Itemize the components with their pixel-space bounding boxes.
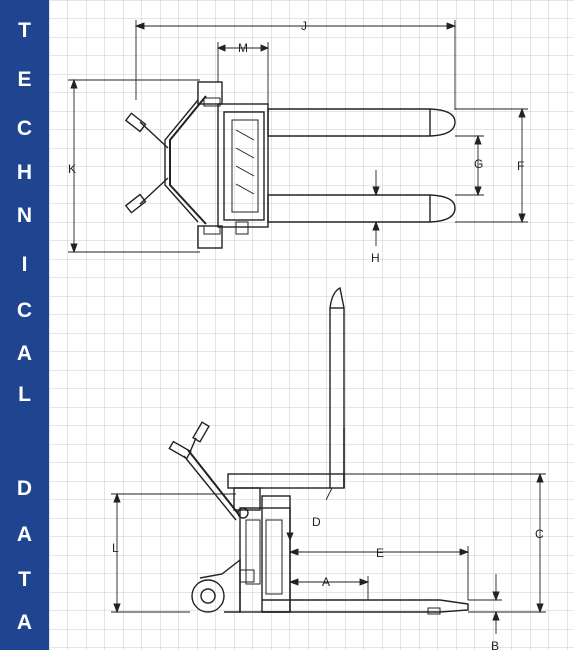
banner-letter-d: D xyxy=(16,477,33,500)
dim-label-e: E xyxy=(376,546,384,560)
dim-label-k: K xyxy=(68,162,76,176)
dim-label-h: H xyxy=(371,251,380,265)
technical-drawing: J M K G F H xyxy=(49,0,574,650)
banner-letter-c1: C xyxy=(16,117,33,140)
banner-letter-e: E xyxy=(17,68,32,91)
banner-letter-n: N xyxy=(16,204,33,227)
dim-label-m: M xyxy=(238,41,248,55)
banner-letter-c2: C xyxy=(16,299,33,322)
banner-letter-h: H xyxy=(16,161,33,184)
side-view-dimensions xyxy=(111,472,546,634)
banner-letter-i: I xyxy=(21,253,28,276)
banner-letter-a3: A xyxy=(16,611,33,634)
dim-label-a: A xyxy=(322,575,330,589)
side-view-drawing xyxy=(168,286,469,615)
banner-letter-a2: A xyxy=(16,523,33,546)
technical-data-banner: T E C H N I C A L D A T A xyxy=(0,0,49,650)
dim-label-b: B xyxy=(491,639,499,650)
dim-label-j: J xyxy=(301,19,307,33)
dim-label-f: F xyxy=(517,159,524,173)
dim-label-l: L xyxy=(112,541,119,555)
banner-letter-t1: T xyxy=(18,19,31,42)
banner-letter-a1: A xyxy=(16,342,33,365)
top-view-dimensions xyxy=(68,20,528,254)
dim-label-c: C xyxy=(535,527,544,541)
top-view-drawing xyxy=(124,81,456,249)
dim-label-g: G xyxy=(474,157,483,171)
banner-letter-l: L xyxy=(18,383,31,406)
grid-background xyxy=(49,0,574,650)
dim-label-d: D xyxy=(312,515,321,529)
banner-letter-t2: T xyxy=(18,568,31,591)
